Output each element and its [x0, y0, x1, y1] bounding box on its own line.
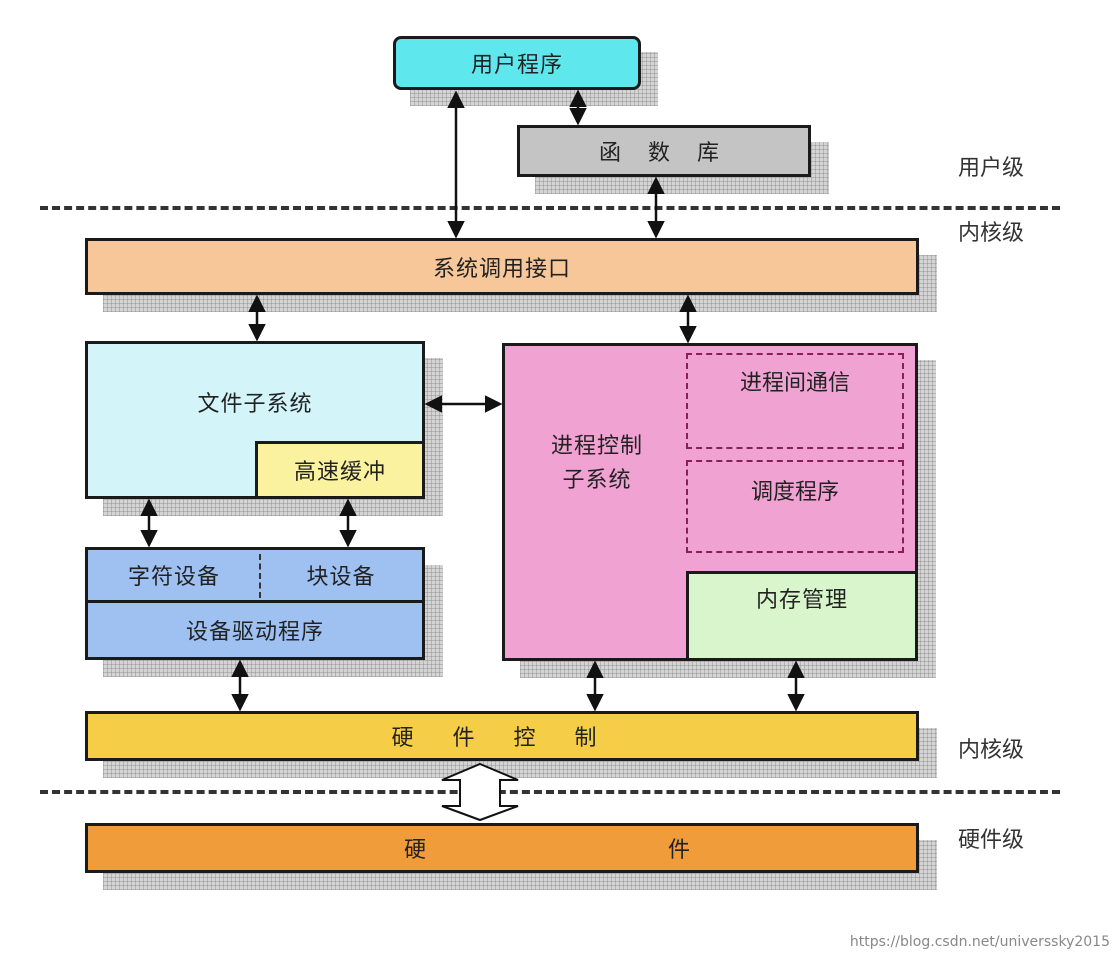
- process-control-label: 进程控制 子系统: [550, 434, 643, 493]
- device-divider: [259, 554, 261, 598]
- user-program-block: 用户程序: [393, 36, 641, 90]
- hardware-block: 硬 件: [85, 823, 919, 873]
- syscall-interface-block: 系统调用接口: [85, 238, 919, 295]
- block-device-label: 块设备: [306, 565, 376, 590]
- memory-management-block: 内存管理: [686, 571, 918, 661]
- hollow-arrow-hwctl-hardware: [441, 762, 519, 822]
- level-label-kernel-top: 内核级: [958, 221, 1025, 246]
- hardware-label-left: 硬: [404, 838, 428, 863]
- hardware-control-block: 硬 件 控 制: [85, 711, 919, 761]
- library-block: 函 数 库: [517, 125, 811, 177]
- level-label-user: 用户级: [958, 156, 1025, 181]
- device-upper-block: 字符设备 块设备: [85, 547, 425, 603]
- user-kernel-separator: [40, 206, 1060, 210]
- kernel-hardware-separator: [40, 790, 1060, 794]
- hardware-label-right: 件: [668, 838, 692, 863]
- char-device-label: 字符设备: [127, 565, 220, 590]
- scheduler-label: 调度程序: [750, 480, 839, 505]
- file-subsystem-label: 文件子系统: [197, 392, 313, 417]
- ipc-label: 进程间通信: [739, 371, 850, 396]
- level-label-kernel-bottom: 内核级: [958, 738, 1025, 763]
- level-label-hardware: 硬件级: [958, 828, 1025, 853]
- watermark-url: https://blog.csdn.net/universsky2015: [849, 934, 1110, 950]
- device-driver-block: 设备驱动程序: [85, 600, 425, 660]
- memory-management-label: 内存管理: [755, 588, 848, 613]
- buffer-cache-block: 高速缓冲: [255, 441, 425, 499]
- scheduler-block: 调度程序: [686, 460, 904, 553]
- ipc-block: 进程间通信: [686, 353, 904, 449]
